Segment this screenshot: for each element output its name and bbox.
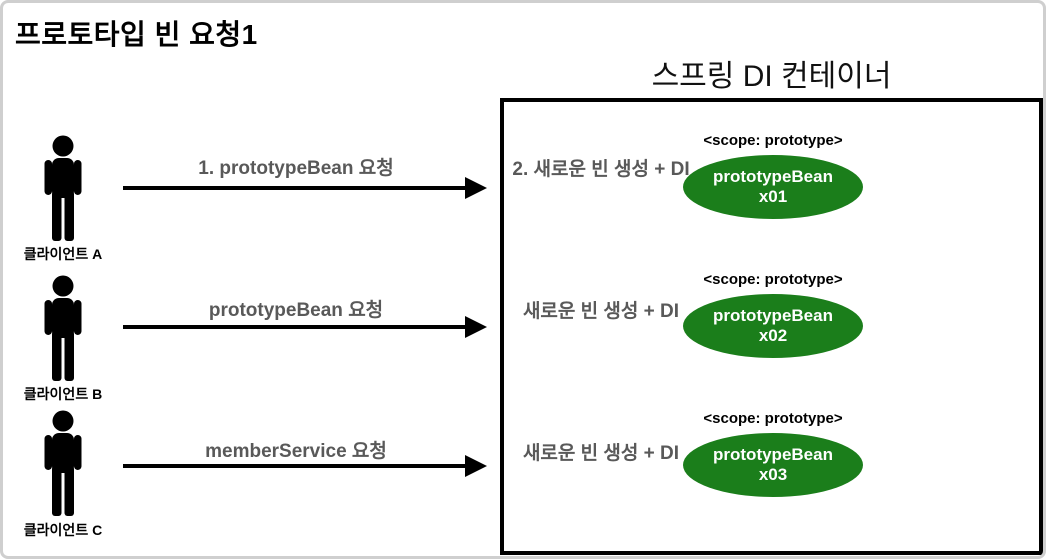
prototype-bean-node-3: prototypeBean x03 xyxy=(683,433,863,497)
request-arrowhead-2 xyxy=(465,316,487,338)
request-arrow-label-1: 1. prototypeBean 요청 xyxy=(198,158,394,179)
request-arrowhead-1 xyxy=(465,177,487,199)
client-a-label: 클라이언트 A xyxy=(23,246,103,262)
scope-label-2: <scope: prototype> xyxy=(703,271,843,288)
spring-di-container-box xyxy=(500,98,1043,555)
bean-name: prototypeBean xyxy=(713,166,833,186)
request-arrowhead-3 xyxy=(465,455,487,477)
request-arrow-1 xyxy=(123,186,467,190)
prototype-bean-node-1: prototypeBean x01 xyxy=(683,155,863,219)
scope-label-1: <scope: prototype> xyxy=(703,132,843,149)
bean-name: prototypeBean xyxy=(713,305,833,325)
request-arrow-label-3: memberService 요청 xyxy=(205,441,387,462)
client-b-person-icon xyxy=(41,275,85,381)
bean-instance: x02 xyxy=(758,326,788,345)
client-b-label: 클라이언트 B xyxy=(23,386,103,402)
scope-label-3: <scope: prototype> xyxy=(703,410,843,427)
bean-instance: x01 xyxy=(758,187,788,206)
prototype-bean-node-2: prototypeBean x02 xyxy=(683,294,863,358)
create-bean-label-2: 새로운 빈 생성 + DI xyxy=(522,301,680,322)
create-bean-label-1: 2. 새로운 빈 생성 + DI xyxy=(512,159,690,180)
request-arrow-label-2: prototypeBean 요청 xyxy=(208,300,384,321)
create-bean-label-3: 새로운 빈 생성 + DI xyxy=(522,443,680,464)
bean-instance: x03 xyxy=(758,465,788,484)
client-c-label: 클라이언트 C xyxy=(23,522,103,538)
request-arrow-3 xyxy=(123,464,467,468)
client-a-person-icon xyxy=(41,135,85,241)
request-arrow-2 xyxy=(123,325,467,329)
spring-di-container-title: 스프링 DI 컨테이너 xyxy=(651,60,892,93)
bean-name: prototypeBean xyxy=(713,444,833,464)
page-title: 프로토타입 빈 요청1 xyxy=(15,19,258,50)
client-c-person-icon xyxy=(41,410,85,516)
